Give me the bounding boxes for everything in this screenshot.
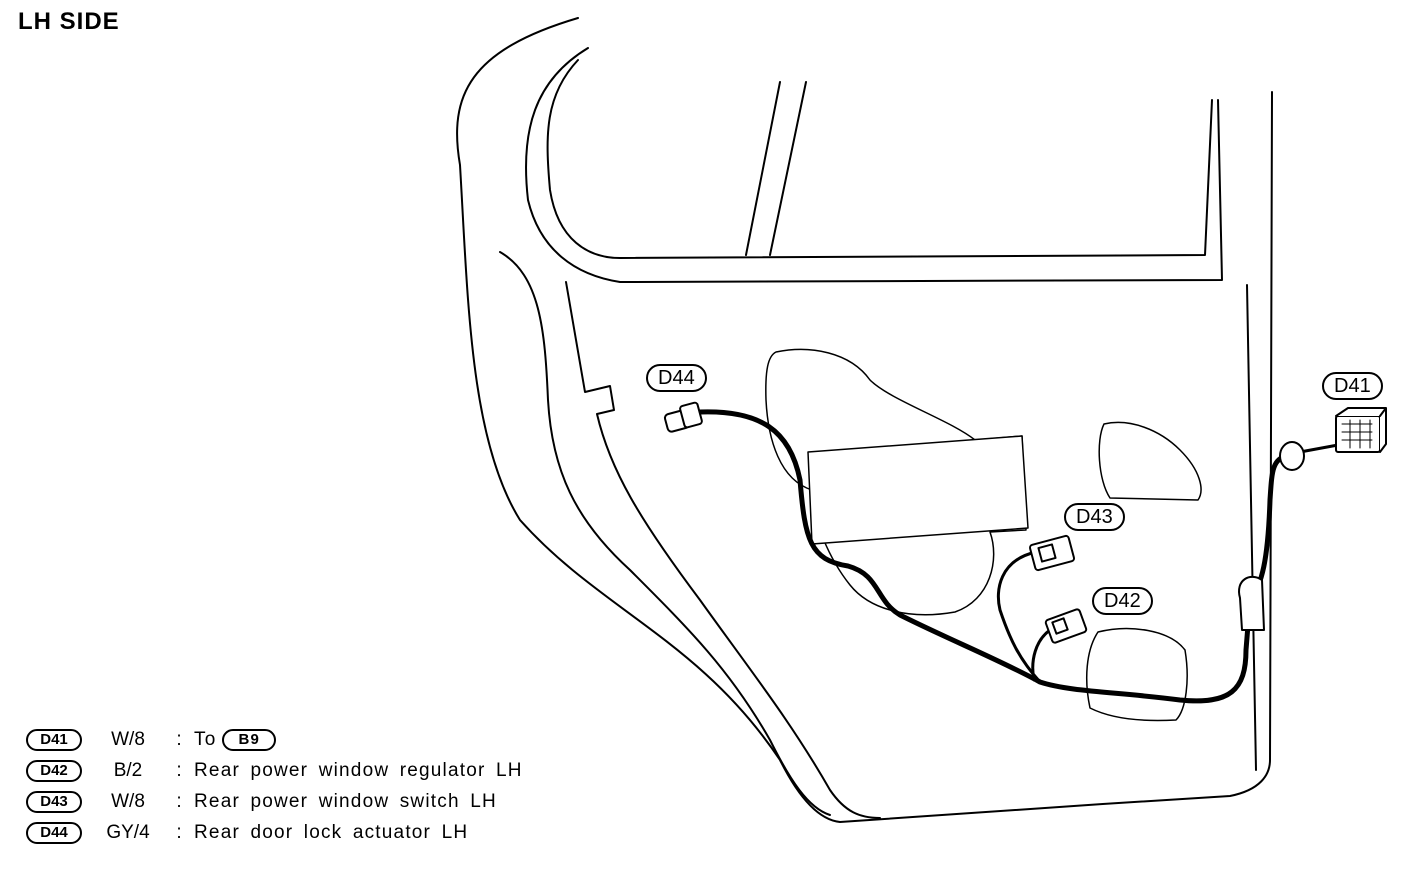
harness-clip xyxy=(1238,575,1265,631)
connector-d44 xyxy=(663,401,703,433)
legend-wire: GY/4 xyxy=(106,821,150,843)
legend-wire: W/8 xyxy=(111,790,145,812)
harness-main xyxy=(697,409,1291,704)
panel-right-edge xyxy=(1246,284,1257,771)
access-hole-right xyxy=(1098,421,1202,501)
connector-d42 xyxy=(1044,608,1088,644)
trim-plate xyxy=(807,435,1029,545)
door-inner-curve-2 xyxy=(546,59,1213,259)
access-hole-lower xyxy=(1085,627,1188,722)
legend-wire: B/2 xyxy=(113,759,143,781)
harness-branch-d43 xyxy=(996,550,1042,684)
panel-left-edge xyxy=(565,281,881,819)
legend-separator: : xyxy=(176,759,182,781)
page-title: LH SIDE xyxy=(18,8,120,35)
legend-separator: : xyxy=(176,790,182,812)
legend-ref-connector: B9 xyxy=(222,728,277,751)
access-hole-upper xyxy=(765,348,1027,616)
connector-d43 xyxy=(1028,534,1076,572)
legend-code: D43 xyxy=(26,790,82,813)
legend-code: D44 xyxy=(26,821,82,844)
legend-code: D41 xyxy=(26,728,82,751)
legend-code: D42 xyxy=(26,759,82,782)
legend-wire: W/8 xyxy=(111,728,145,750)
legend-row: D43 W/8 : Rear power window switch LH xyxy=(26,786,523,817)
legend-description: Rear power window switch LH xyxy=(194,790,497,812)
callout-d43: D43 xyxy=(1064,503,1125,531)
legend-description: Rear power window regulator LH xyxy=(194,759,523,781)
window-pillar xyxy=(745,81,807,256)
connector-d41 xyxy=(1279,407,1387,471)
connector-legend: D41 W/8 : To B9 D42 B/2 : Rear power win… xyxy=(26,724,523,848)
door-outer-outline xyxy=(456,17,1273,823)
legend-row: D42 B/2 : Rear power window regulator LH xyxy=(26,755,523,786)
legend-description-text: To xyxy=(194,728,217,750)
panel-left-edge-2 xyxy=(499,251,831,816)
legend-separator: : xyxy=(176,728,182,750)
callout-d42: D42 xyxy=(1092,587,1153,615)
legend-row: D41 W/8 : To B9 xyxy=(26,724,523,755)
legend-row: D44 GY/4 : Rear door lock actuator LH xyxy=(26,817,523,848)
door-inner-outline xyxy=(525,47,1223,283)
harness-end-d41 xyxy=(1298,443,1340,454)
callout-d41: D41 xyxy=(1322,372,1383,400)
harness-branch-d42 xyxy=(1031,628,1052,682)
legend-separator: : xyxy=(176,821,182,843)
callout-d44: D44 xyxy=(646,364,707,392)
legend-description: Rear door lock actuator LH xyxy=(194,821,469,843)
legend-description: To B9 xyxy=(194,728,277,751)
